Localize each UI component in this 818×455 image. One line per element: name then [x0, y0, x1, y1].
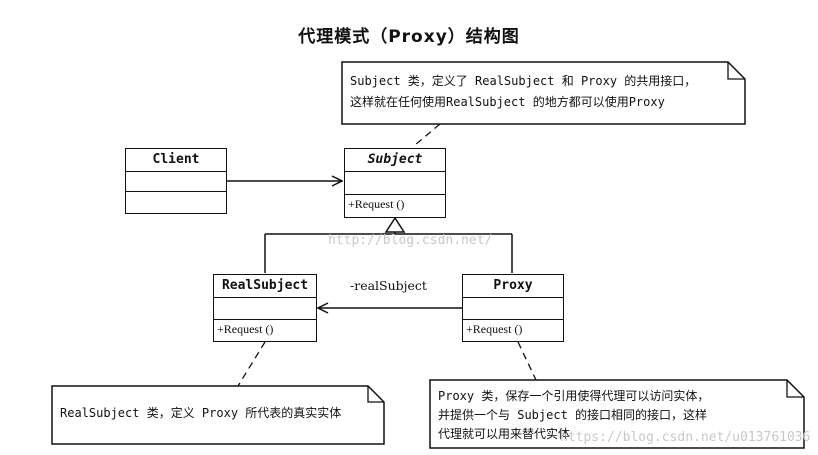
realsubject-note-shape [51, 385, 385, 445]
class-subject-name: Subject [345, 149, 445, 172]
proxy-note-shape [429, 379, 805, 449]
class-client: Client [125, 148, 227, 214]
class-subject-operation: +Request () [348, 197, 405, 211]
subject-note-anchor [414, 123, 441, 146]
class-realsubject-operation: +Request () [217, 322, 274, 336]
class-client-operations [126, 192, 226, 212]
realsubject-note-line-1: RealSubject 类，定义 Proxy 所代表的真实实体 [60, 406, 342, 420]
class-proxy-operation: +Request () [466, 322, 523, 336]
diagram-title: 代理模式（Proxy）结构图 [298, 27, 520, 47]
class-proxy-operations: +Request () [463, 320, 563, 338]
class-subject-attributes [345, 172, 445, 195]
generalization-triangle [384, 216, 406, 233]
class-proxy-attributes [463, 298, 563, 320]
proxy-note-fold [786, 380, 804, 398]
class-client-attributes [126, 172, 226, 192]
proxy-note-anchor [517, 341, 537, 381]
class-proxy: Proxy +Request () [462, 274, 564, 342]
proxy-note-line-2: 并提供一个与 Subject 的接口相同的接口，这样 [438, 408, 708, 422]
subject-note-shape [341, 61, 746, 125]
class-client-name: Client [126, 149, 226, 172]
watermark-center: http://blog.csdn.net/ [328, 233, 493, 248]
subject-note-line-1: Subject 类，定义了 RealSubject 和 Proxy 的共用接口， [350, 74, 697, 88]
subject-note-line-2: 这样就在任何使用RealSubject 的地方都可以使用Proxy [350, 95, 665, 109]
proxy-note-line-1: Proxy 类，保存一个引用使得代理可以访问实体， [438, 389, 710, 403]
class-subject: Subject +Request () [344, 148, 446, 218]
watermark-corner: https://blog.csdn.net/u013761036 [560, 430, 811, 445]
class-realsubject-operations: +Request () [214, 320, 316, 338]
class-realsubject: RealSubject +Request () [213, 274, 317, 342]
proxy-note-line-3: 代理就可以用来替代实体 [438, 427, 571, 441]
class-realsubject-attributes [214, 298, 316, 320]
subject-note-fold [727, 62, 745, 80]
class-subject-operations: +Request () [345, 195, 445, 213]
realsubject-note-anchor [237, 341, 266, 387]
class-realsubject-name: RealSubject [214, 275, 316, 298]
realsubject-note-fold [367, 386, 384, 403]
association-label: -realSubject [350, 278, 427, 293]
class-proxy-name: Proxy [463, 275, 563, 298]
